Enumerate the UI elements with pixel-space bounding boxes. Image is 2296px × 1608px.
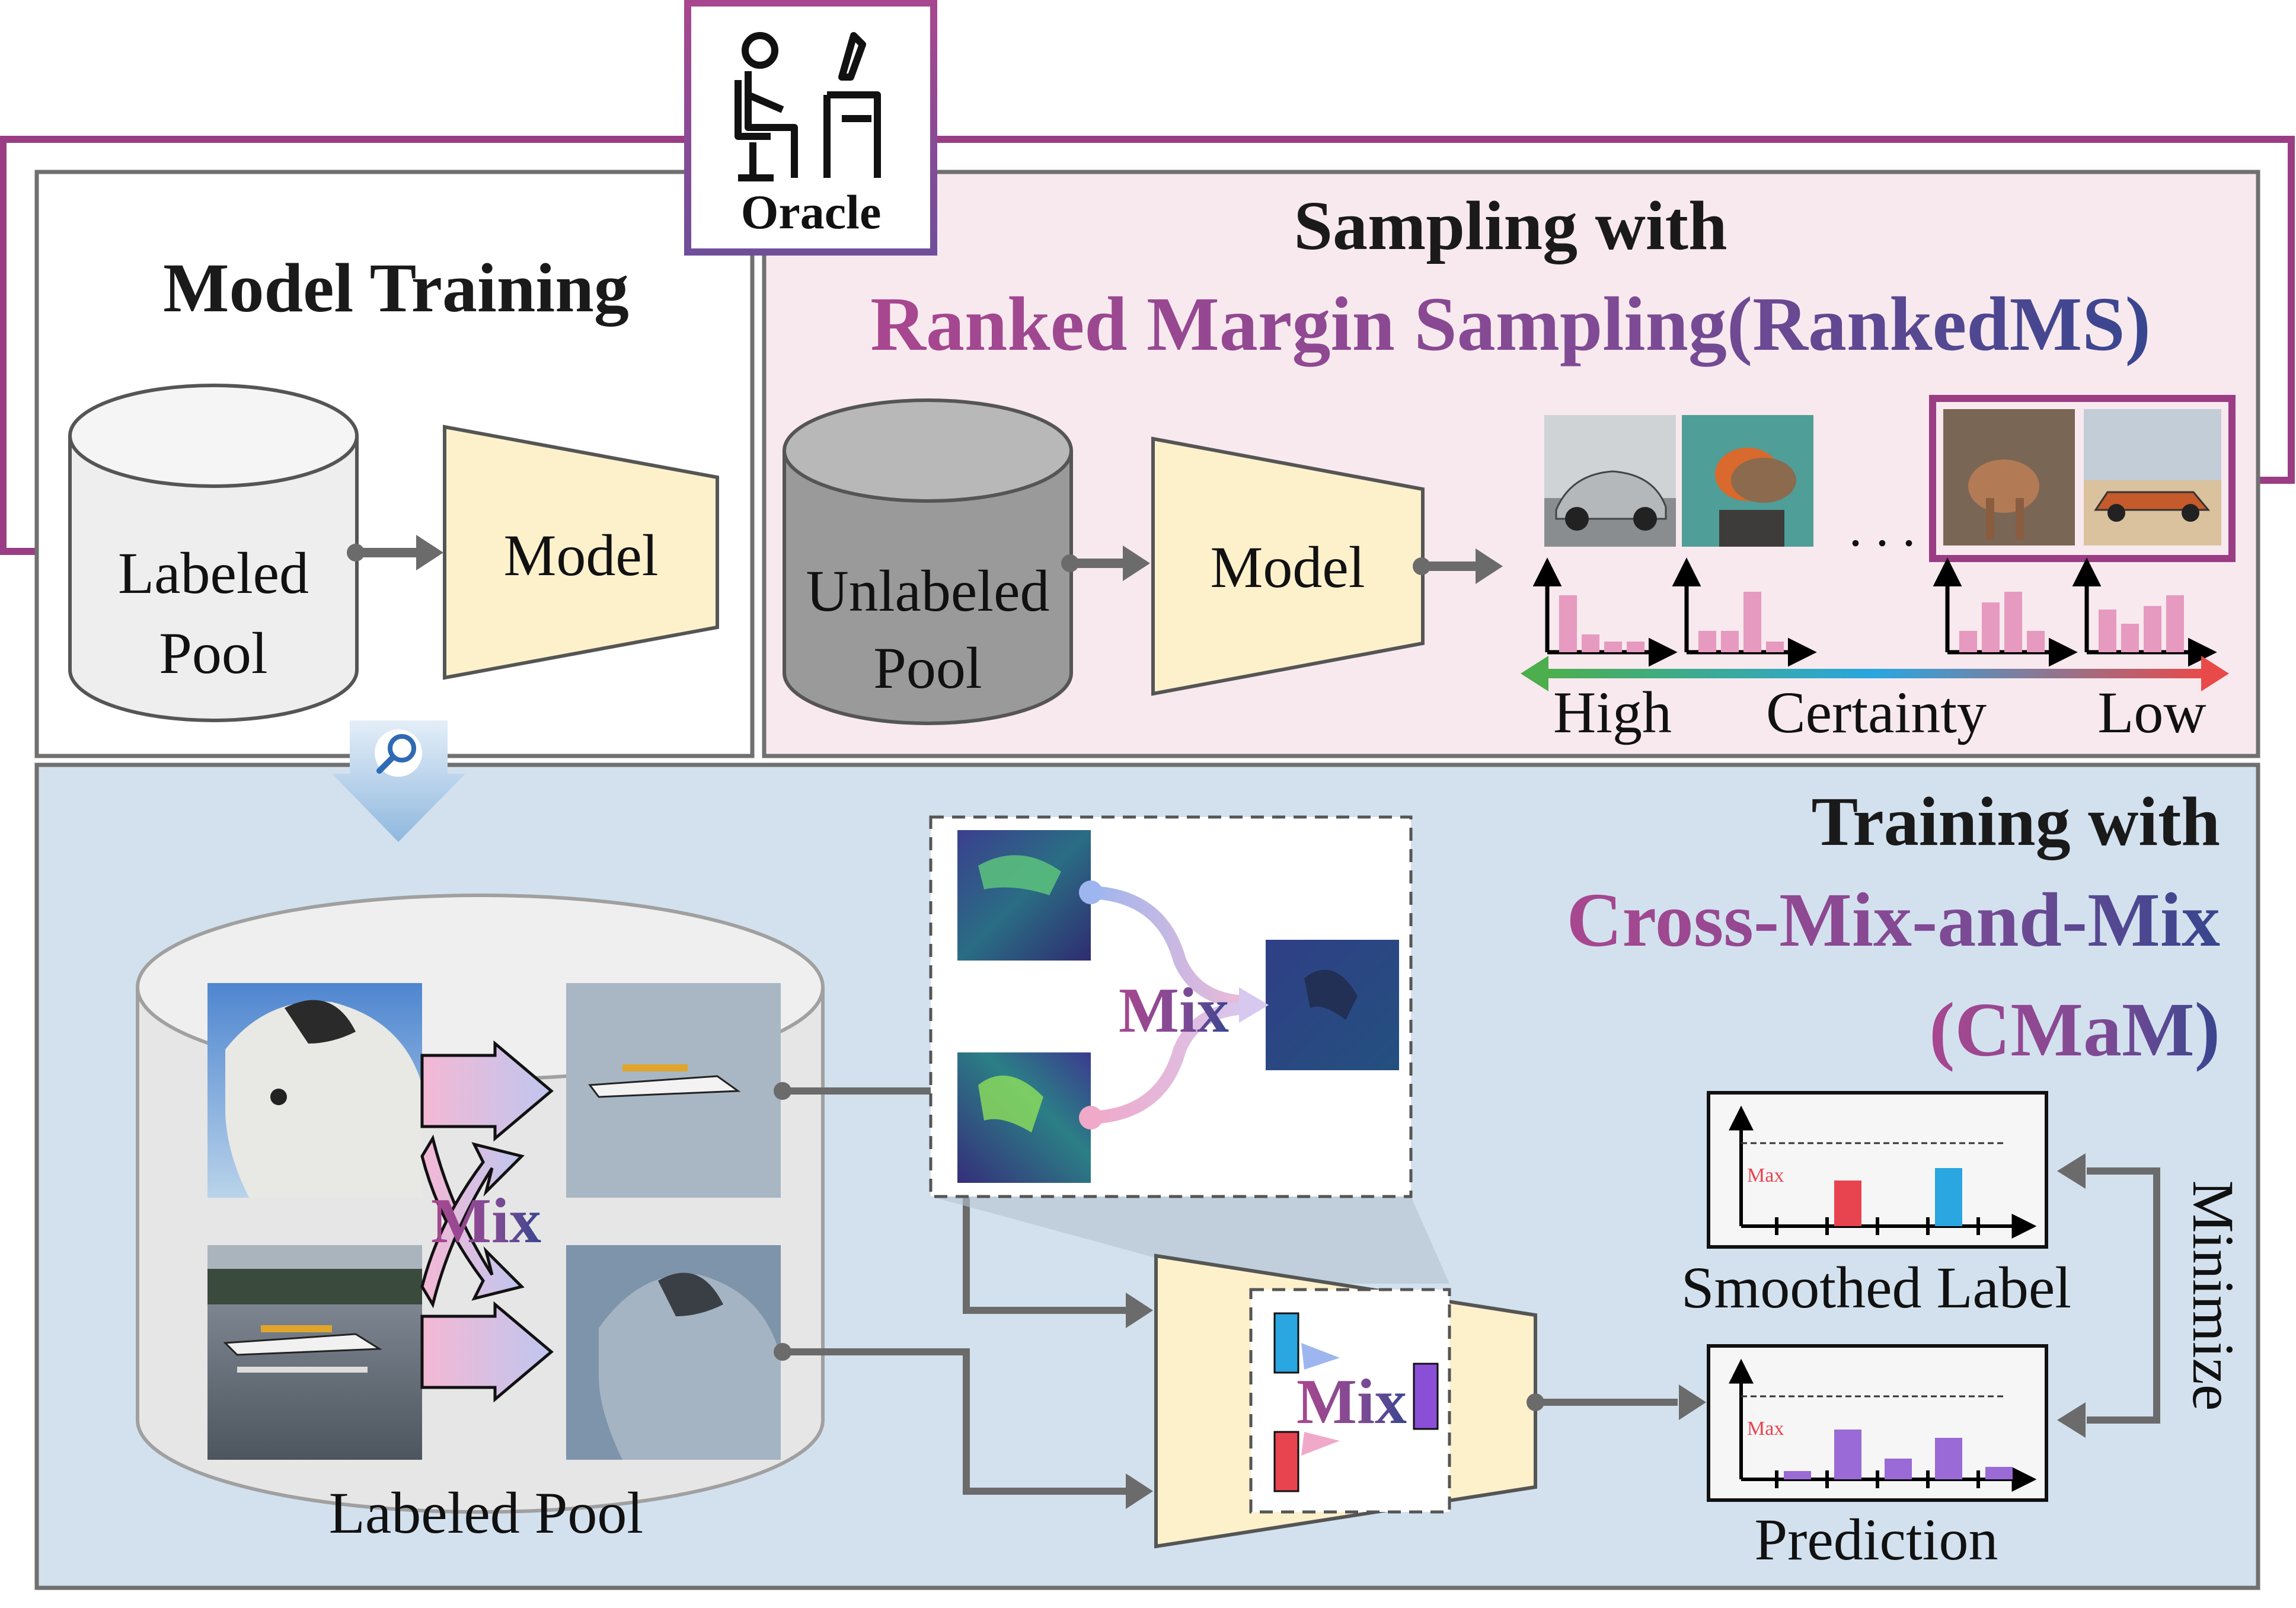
smoothed-label-caption: Smoothed Label	[1681, 1255, 2071, 1320]
seaplane-image	[207, 1245, 422, 1460]
certainty-high-label: High	[1553, 679, 1672, 745]
max-label: Max	[1747, 1164, 1784, 1186]
model-training-title: Model Training	[163, 249, 629, 327]
oracle-loop-line	[0, 136, 688, 555]
cross-mix-label: Mix	[431, 1186, 541, 1256]
histogram-group	[1532, 557, 2217, 667]
car-image	[1544, 415, 1676, 547]
histogram-bar	[1582, 634, 1599, 652]
mixed-plane-cat-image	[566, 983, 781, 1198]
cmam-title-2: Cross-Mix-and-Mix	[1566, 878, 2220, 963]
feature-mix-label: Mix	[1119, 975, 1229, 1046]
sampling-model-label: Model	[1210, 534, 1365, 600]
histogram-bar	[2121, 624, 2139, 652]
sampling-ellipsis: . . .	[1849, 499, 1916, 557]
feature-map-b	[957, 1052, 1091, 1183]
model-trapezoid	[443, 425, 719, 680]
sampling-title-2: Ranked Margin Sampling(RankedMS)	[870, 282, 2151, 367]
max-label: Max	[1747, 1418, 1784, 1440]
histogram-bar	[2099, 610, 2116, 652]
cmam-title-3: (CMaM)	[1929, 987, 2220, 1073]
histogram-bar	[2004, 592, 2022, 652]
cat-image	[207, 983, 422, 1198]
chart-bar	[1935, 1438, 1962, 1479]
histogram-bar	[2144, 606, 2161, 652]
model-label: Model	[503, 522, 658, 588]
unlabeled-pool-cylinder	[783, 398, 1073, 725]
bird-image	[1682, 415, 1813, 547]
oracle-feedback-line	[934, 136, 2295, 484]
cmam-panel: Training with Cross-Mix-and-Mix (CMaM) L…	[34, 720, 2260, 1590]
histogram-bar	[1743, 592, 1761, 652]
chart-bar	[1935, 1168, 1962, 1226]
cross-mix-arrows	[420, 1040, 554, 1403]
certainty-low-label: Low	[2097, 679, 2206, 745]
sampling-title-1: Sampling with	[1294, 187, 1727, 264]
vintage-car-image	[2084, 409, 2221, 545]
histogram-bar	[1982, 602, 2000, 652]
prediction-chart: Max	[1707, 1344, 2048, 1502]
deer-image	[1943, 409, 2075, 545]
certainty-label: Certainty	[1766, 679, 1987, 745]
histogram-bar	[1766, 642, 1784, 652]
minimize-connector	[2087, 1167, 2160, 1424]
inner-mix-label: Mix	[1297, 1367, 1407, 1437]
certainty-arrow	[1521, 656, 2229, 691]
histogram-bar	[1959, 631, 1977, 652]
oracle-box: Oracle	[684, 0, 937, 256]
feature-map-a	[957, 830, 1091, 961]
sampling-panel: Sampling with Ranked Margin Sampling(Ran…	[762, 170, 2260, 758]
histogram-bar	[1721, 631, 1739, 652]
person-at-desk-icon	[735, 32, 881, 181]
inner-feature-blocks	[1273, 1312, 1439, 1492]
histogram-bar	[2166, 595, 2184, 652]
sampling-model-trapezoid	[1151, 436, 1425, 696]
oracle-label: Oracle	[741, 185, 882, 239]
histogram-bar	[1627, 642, 1644, 652]
labeled-pool-label-2: Pool	[159, 620, 267, 686]
magnifier-icon	[376, 734, 416, 774]
histogram-bar	[1604, 642, 1622, 652]
chart-bar	[1834, 1430, 1861, 1479]
model-training-panel: Model Training Labeled Pool Model	[34, 170, 755, 758]
histogram-bar	[1559, 595, 1577, 652]
minimize-label: Minimize	[2180, 1181, 2246, 1411]
chart-bar	[1784, 1471, 1811, 1479]
histogram-bar	[2027, 631, 2045, 652]
cmam-pool-label: Labeled Pool	[329, 1480, 643, 1546]
unlabeled-pool-label-2: Pool	[873, 635, 982, 701]
chart-bar	[1985, 1467, 2013, 1479]
prediction-caption: Prediction	[1754, 1507, 1998, 1572]
labeled-pool-cylinder	[68, 384, 359, 722]
histogram-bar	[1698, 631, 1716, 652]
feature-flow-top	[1084, 886, 1257, 1009]
feature-flow-bottom	[1084, 1001, 1257, 1124]
zoom-projection	[931, 1197, 1449, 1284]
cmam-title-1: Training with	[1811, 783, 2220, 860]
feature-map-mixed	[1266, 940, 1399, 1070]
labeled-pool-label-1: Labeled	[118, 540, 309, 606]
smoothed-label-chart: Max	[1707, 1091, 2048, 1249]
mixed-cat-plane-image	[566, 1245, 781, 1460]
chart-bar	[1834, 1181, 1861, 1226]
chart-bar	[1885, 1459, 1912, 1479]
unlabeled-pool-label-1: Unlabeled	[806, 558, 1050, 624]
